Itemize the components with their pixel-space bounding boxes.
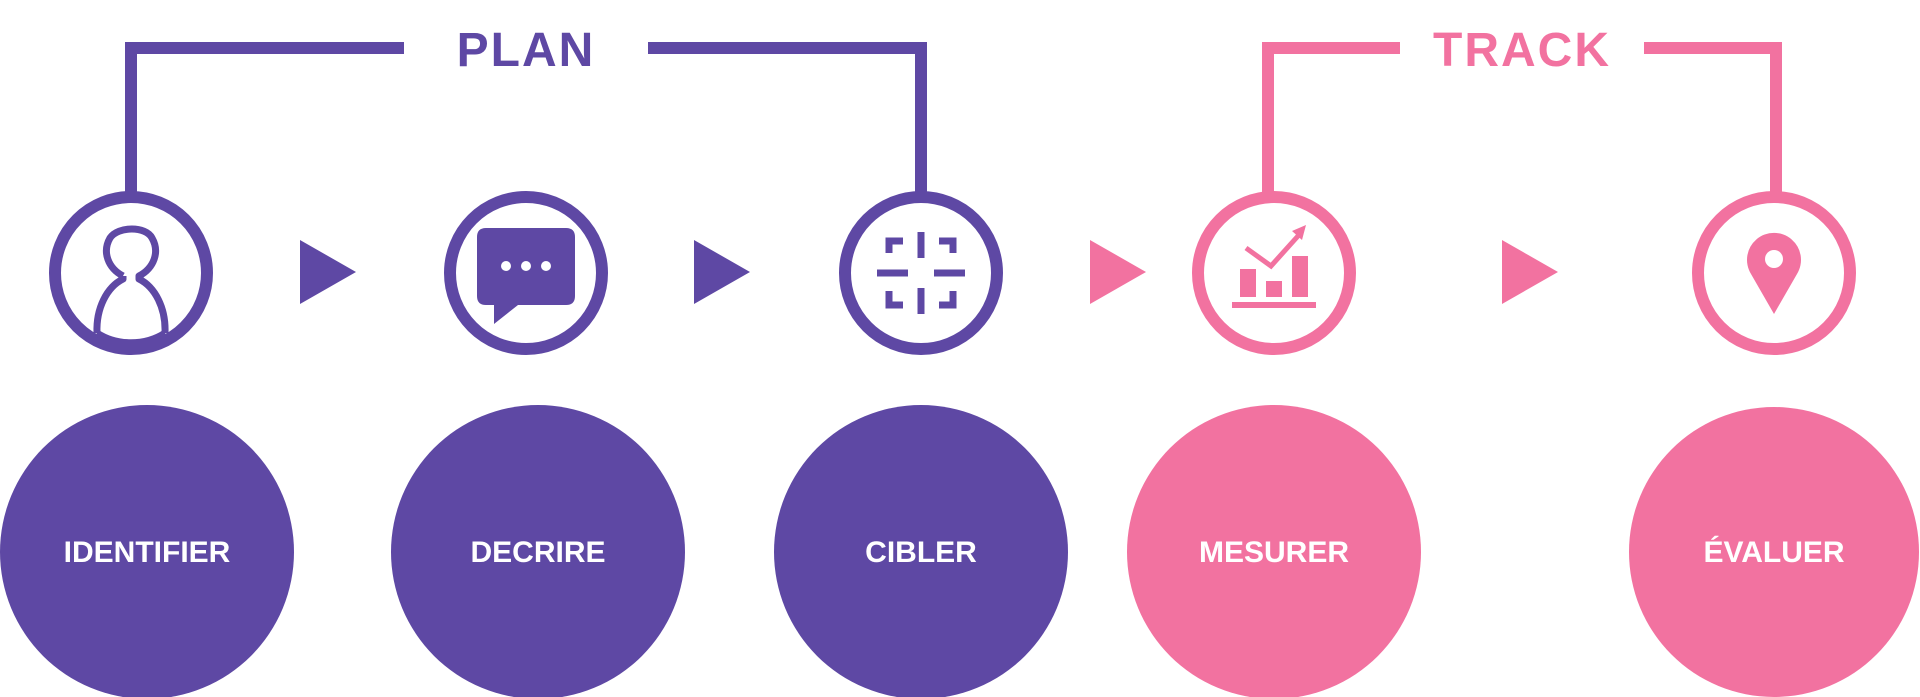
bar-chart-icon xyxy=(1232,225,1316,308)
step-decrire-icon-ring xyxy=(444,191,608,355)
chat-bubble-icon xyxy=(477,228,575,324)
step-evaluer-icon-ring xyxy=(1692,191,1856,355)
step-mesurer: MESURER xyxy=(1127,405,1421,697)
step-identifier-label: IDENTIFIER xyxy=(64,536,231,569)
step-cibler-label: CIBLER xyxy=(865,536,977,569)
flow-arrow-4 xyxy=(1502,240,1558,304)
step-mesurer-label: MESURER xyxy=(1199,536,1349,569)
step-identifier-icon-ring xyxy=(49,191,213,355)
track-label: TRACK xyxy=(1433,24,1611,77)
flow-arrow-2 xyxy=(694,240,750,304)
step-cibler-icon-ring xyxy=(839,191,1003,355)
step-evaluer: ÉVALUER xyxy=(1629,407,1919,697)
plan-label: PLAN xyxy=(457,24,596,77)
step-decrire: DECRIRE xyxy=(391,405,685,697)
location-pin-icon xyxy=(1747,232,1801,314)
person-icon xyxy=(93,225,169,347)
step-identifier: IDENTIFIER xyxy=(0,405,294,697)
step-decrire-label: DECRIRE xyxy=(470,536,605,569)
step-cibler: CIBLER xyxy=(774,405,1068,697)
flow-arrow-3 xyxy=(1090,240,1146,304)
step-mesurer-icon-ring xyxy=(1192,191,1356,355)
flow-arrow-1 xyxy=(300,240,356,304)
target-frame-icon xyxy=(877,232,965,314)
step-evaluer-label: ÉVALUER xyxy=(1703,535,1844,569)
plan-bracket xyxy=(125,42,927,200)
track-bracket xyxy=(1262,42,1782,200)
